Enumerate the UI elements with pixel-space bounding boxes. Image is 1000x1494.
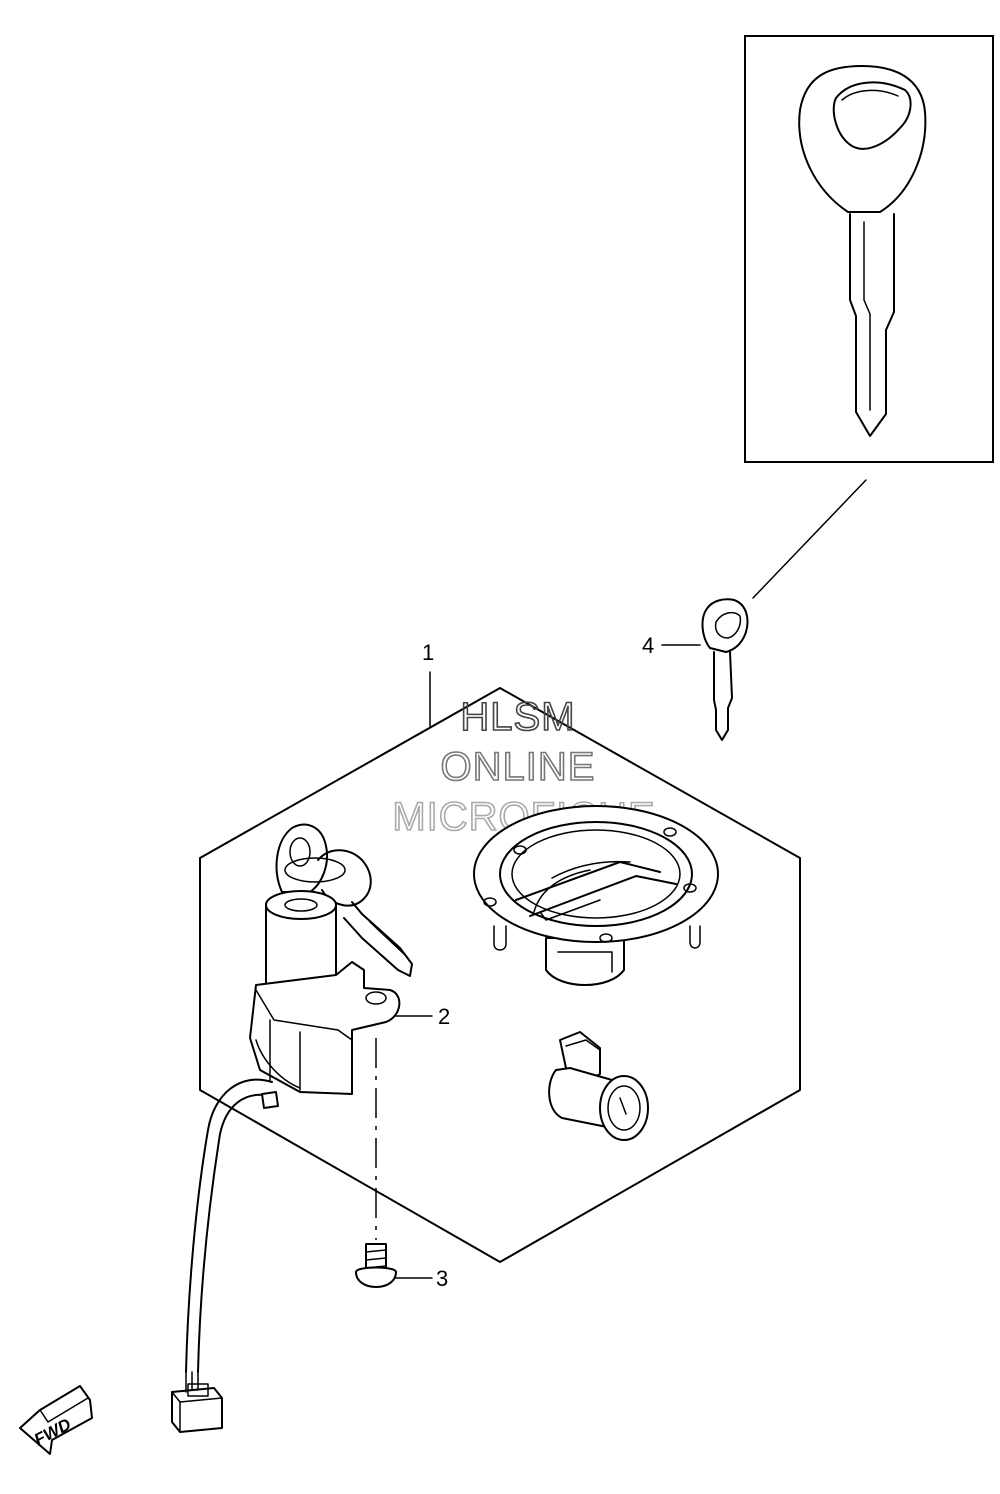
seat-lock-icon: [548, 1031, 649, 1141]
callout-4: 4: [642, 633, 654, 658]
wire-harness-icon: [185, 1078, 279, 1373]
callout-1: 1: [422, 640, 434, 665]
screw-icon: [355, 1243, 397, 1288]
key-detail-inset: [744, 35, 994, 463]
inset-leader-line: [752, 479, 867, 599]
lock-set-outline: [199, 687, 801, 1263]
fuel-cap-icon: [473, 805, 719, 986]
watermark-line-1: HLSM: [460, 695, 575, 739]
ignition-switch-icon: [249, 823, 413, 1095]
callout-2: 2: [438, 1004, 450, 1029]
key-detail-icon: [798, 65, 927, 437]
fwd-arrow: FWD: [19, 1385, 93, 1455]
callout-3: 3: [436, 1266, 448, 1291]
watermark-line-2: ONLINE: [441, 745, 596, 789]
connector-icon: [171, 1371, 223, 1433]
key-blank-icon: [701, 598, 749, 741]
